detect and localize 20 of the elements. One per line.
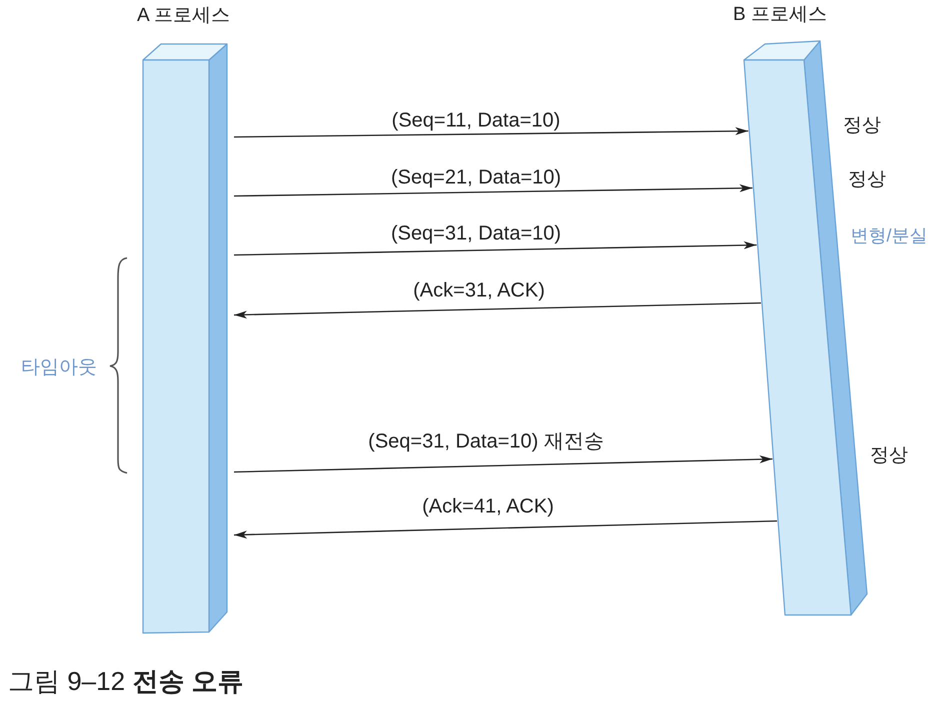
- arrow: [234, 455, 772, 473]
- status-label: 정상: [870, 445, 908, 467]
- edge-label: (Ack=41, ACK): [422, 496, 554, 518]
- status-label: 변형/분실: [850, 226, 928, 246]
- arrow: [234, 127, 748, 138]
- arrow: [234, 520, 778, 539]
- edge-label: (Seq=11, Data=10): [392, 110, 560, 132]
- status-label: 정상: [843, 115, 881, 137]
- status-label: 정상: [848, 169, 886, 191]
- process-label: A 프로세스: [137, 5, 230, 27]
- timeout-label: 타임아웃: [21, 357, 97, 379]
- edge-label: (Seq=21, Data=10): [390, 166, 562, 190]
- edge-label: (Ack=31, ACK): [413, 280, 545, 302]
- arrow: [234, 184, 752, 197]
- arrow: [234, 241, 757, 256]
- edge-label: (Seq=31, Data=10): [390, 222, 562, 246]
- process-label: B 프로세스: [733, 4, 827, 26]
- figure-caption: 그림 9–12 전송 오류: [8, 667, 244, 697]
- edge-label: (Seq=31, Data=10) 재전송: [368, 430, 604, 454]
- arrow: [234, 302, 761, 319]
